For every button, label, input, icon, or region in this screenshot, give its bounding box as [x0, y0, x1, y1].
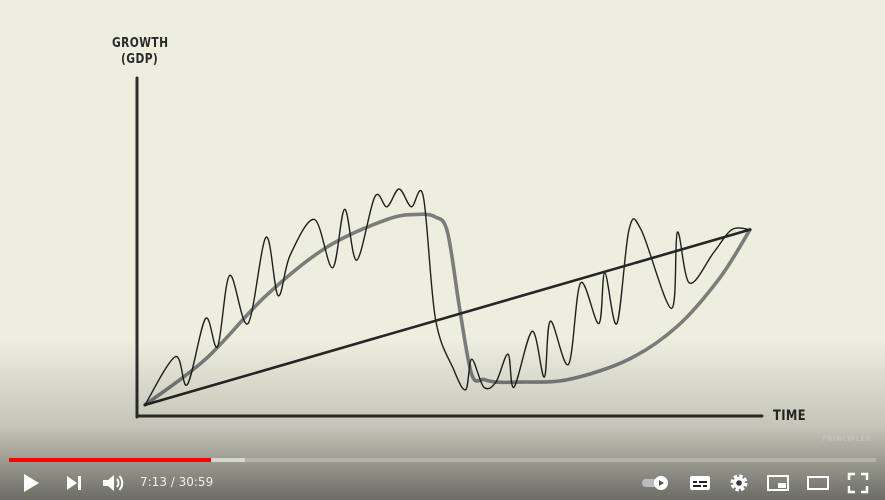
progress-played	[9, 458, 211, 462]
play-button[interactable]	[16, 469, 46, 497]
fullscreen-icon	[847, 472, 869, 494]
autoplay-toggle-icon	[641, 475, 671, 491]
next-button[interactable]	[59, 469, 89, 497]
progress-bar[interactable]	[9, 458, 876, 462]
miniplayer-icon	[766, 473, 790, 493]
fullscreen-button[interactable]	[843, 469, 873, 497]
y-axis-label-line1: GROWTH	[112, 36, 169, 51]
autoplay-toggle[interactable]	[640, 469, 672, 497]
subtitles-icon	[689, 474, 711, 492]
settings-icon	[728, 472, 750, 494]
channel-watermark[interactable]: PRINCIPLES	[821, 435, 871, 443]
subtitles-button[interactable]	[685, 469, 715, 497]
theater-mode-icon	[806, 473, 830, 493]
volume-icon	[101, 472, 127, 494]
time-display: 7:13 / 30:59	[140, 475, 214, 489]
miniplayer-button[interactable]	[763, 469, 793, 497]
y-axis-label-line2: (GDP)	[121, 52, 159, 67]
settings-button[interactable]	[724, 469, 754, 497]
next-icon	[64, 473, 84, 493]
theater-mode-button[interactable]	[803, 469, 833, 497]
play-icon	[21, 472, 41, 494]
x-axis-label: TIME	[773, 408, 807, 424]
control-bar: 7:13 / 30:59	[0, 466, 885, 500]
volume-button[interactable]	[99, 469, 129, 497]
